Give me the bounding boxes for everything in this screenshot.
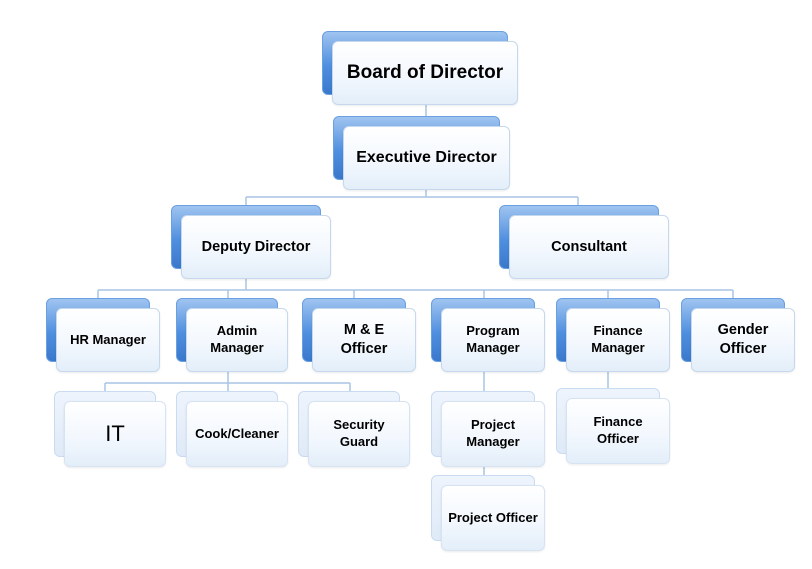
deputy-director-box: Deputy Director xyxy=(171,205,331,279)
admin-manager-box: Admin Manager xyxy=(176,298,288,372)
consultant-label: Consultant xyxy=(551,238,627,255)
me-officer-label-line2: Officer xyxy=(340,341,388,357)
consultant-box: Consultant xyxy=(499,205,669,279)
program-manager-box: Program Manager xyxy=(431,298,545,372)
security-guard-label-line1: Security xyxy=(333,417,385,433)
me-officer-label-line1: M & E xyxy=(343,322,385,339)
deputy-director-label: Deputy Director xyxy=(201,238,311,255)
admin-manager-label-line1: Admin xyxy=(216,323,258,339)
it-box: IT xyxy=(54,391,166,467)
board-of-director-label: Board of Director xyxy=(346,61,504,83)
security-guard-box: Security Guard xyxy=(298,391,410,467)
finance-officer-label-line2: Officer xyxy=(597,431,639,446)
security-guard-label-line2: Guard xyxy=(339,434,379,449)
hr-manager-label: HR Manager xyxy=(70,331,146,347)
finance-manager-label-line1: Finance xyxy=(593,323,643,339)
finance-officer-box: Finance Officer xyxy=(556,388,670,464)
finance-officer-label-line1: Finance xyxy=(593,414,643,430)
executive-director-label: Executive Director xyxy=(356,148,497,166)
program-manager-label-line1: Program xyxy=(466,323,520,339)
project-officer-box: Project Officer xyxy=(431,475,545,551)
project-manager-label-line2: Manager xyxy=(466,434,520,449)
cook-cleaner-label: Cook/Cleaner xyxy=(195,425,279,441)
finance-manager-label-line2: Manager xyxy=(591,340,645,355)
me-officer-box: M & E Officer xyxy=(302,298,416,372)
it-label: IT xyxy=(105,420,125,446)
project-officer-label: Project Officer xyxy=(448,509,538,525)
finance-manager-box: Finance Manager xyxy=(556,298,670,372)
project-manager-box: Project Manager xyxy=(431,391,545,467)
gender-officer-label-line1: Gender xyxy=(717,322,769,339)
project-manager-label-line1: Project xyxy=(470,417,516,433)
gender-officer-box: Gender Officer xyxy=(681,298,795,372)
hr-manager-box: HR Manager xyxy=(46,298,160,372)
cook-cleaner-box: Cook/Cleaner xyxy=(176,391,288,467)
board-of-director-box: Board of Director xyxy=(322,31,518,105)
gender-officer-label-line2: Officer xyxy=(719,341,767,357)
executive-director-box: Executive Director xyxy=(333,116,510,190)
admin-manager-label-line2: Manager xyxy=(210,340,264,355)
program-manager-label-line2: Manager xyxy=(466,340,520,355)
